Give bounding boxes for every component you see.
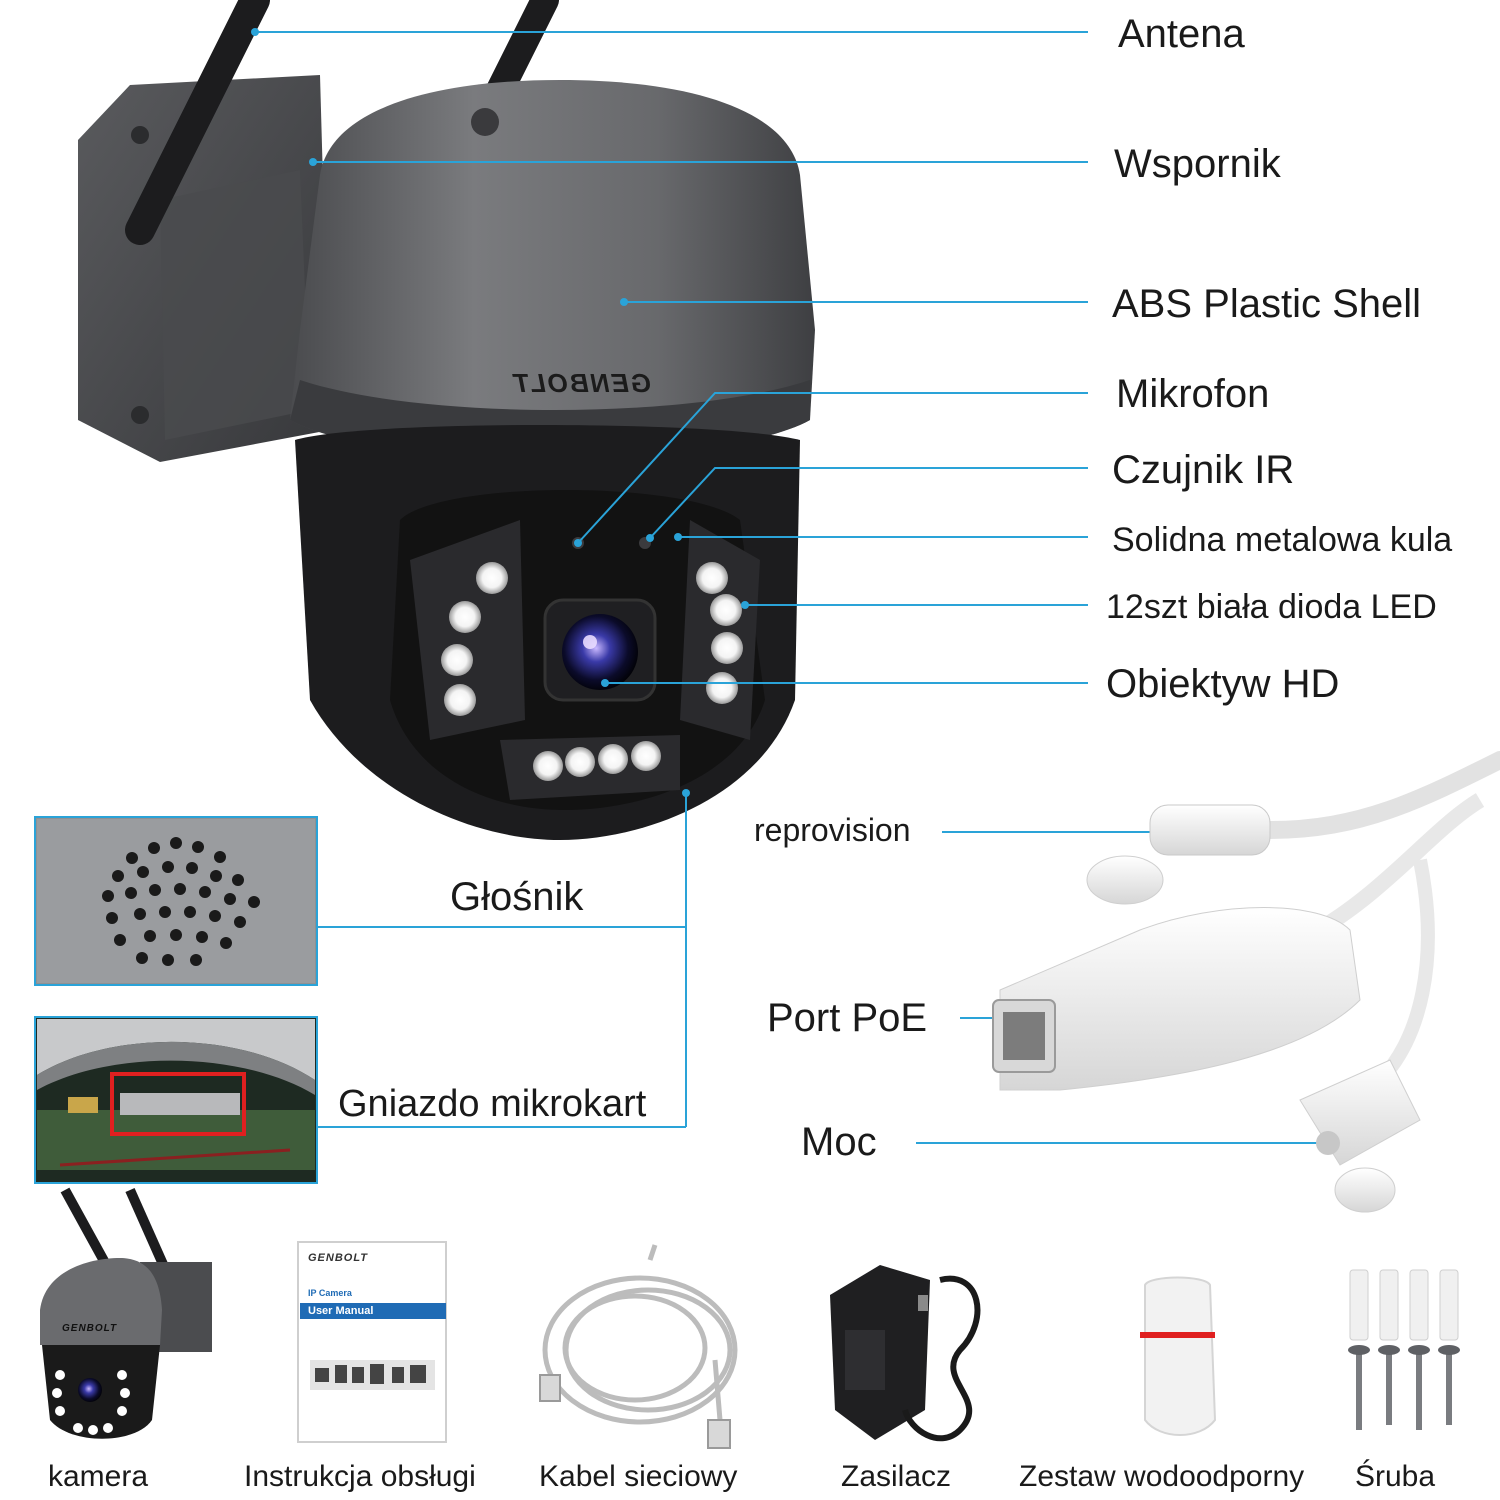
label-bracket: Wspornik [1114, 142, 1281, 186]
label-led: 12szt biała dioda LED [1106, 588, 1437, 626]
label-metal-ball: Solidna metalowa kula [1112, 521, 1453, 559]
package-screws-image [1348, 1269, 1460, 1430]
sd-slot-inset [34, 1016, 318, 1184]
poe-connector [999, 907, 1361, 1091]
caption-cable: Kabel sieciowy [539, 1460, 738, 1493]
reprovision-connector [1149, 804, 1271, 856]
sd-highlight-box [110, 1072, 246, 1136]
label-reprovision: reprovision [754, 812, 911, 848]
brand-logo-small: GENBOLT [62, 1323, 118, 1334]
caption-adapter: Zasilacz [841, 1460, 952, 1493]
antenna-left [125, 0, 270, 245]
speaker-inset [34, 816, 318, 986]
label-lens: Obiektyw HD [1106, 662, 1340, 706]
bracket-plate [160, 170, 310, 440]
label-shell: ABS Plastic Shell [1112, 282, 1422, 326]
label-antenna: Antena [1118, 12, 1245, 56]
label-sd-slot: Gniazdo mikrokart [338, 1083, 647, 1125]
label-poe-port: Port PoE [767, 996, 928, 1040]
label-power: Moc [801, 1120, 877, 1164]
abs-shell [290, 80, 815, 458]
caption-waterproof: Zestaw wodoodporny [1019, 1460, 1305, 1493]
package-cable-image [539, 1244, 738, 1449]
led-group [441, 562, 743, 781]
manual-subtitle: IP Camera [308, 1288, 352, 1298]
manual-title: User Manual [308, 1305, 374, 1317]
package-waterproof-image [1140, 1276, 1217, 1436]
package-manual-image [297, 1241, 447, 1443]
caption-screws: Śruba [1355, 1460, 1436, 1493]
manual-brand: GENBOLT [308, 1252, 368, 1264]
manual-title-bar [300, 1303, 446, 1319]
caption-camera: kamera [48, 1460, 149, 1493]
package-adapter-image [830, 1265, 981, 1442]
label-microphone: Mikrofon [1116, 372, 1270, 416]
hd-lens [562, 614, 638, 690]
label-ir-sensor: Czujnik IR [1112, 448, 1295, 492]
label-speaker: Głośnik [450, 875, 584, 919]
poe-cable [992, 751, 1500, 1213]
brand-logo: GENBOLT [512, 368, 652, 398]
caption-manual: Instrukcja obsługi [244, 1460, 476, 1493]
camera-main [78, 0, 815, 840]
package-camera-image [40, 1187, 212, 1439]
leader-lines [255, 31, 1328, 1144]
